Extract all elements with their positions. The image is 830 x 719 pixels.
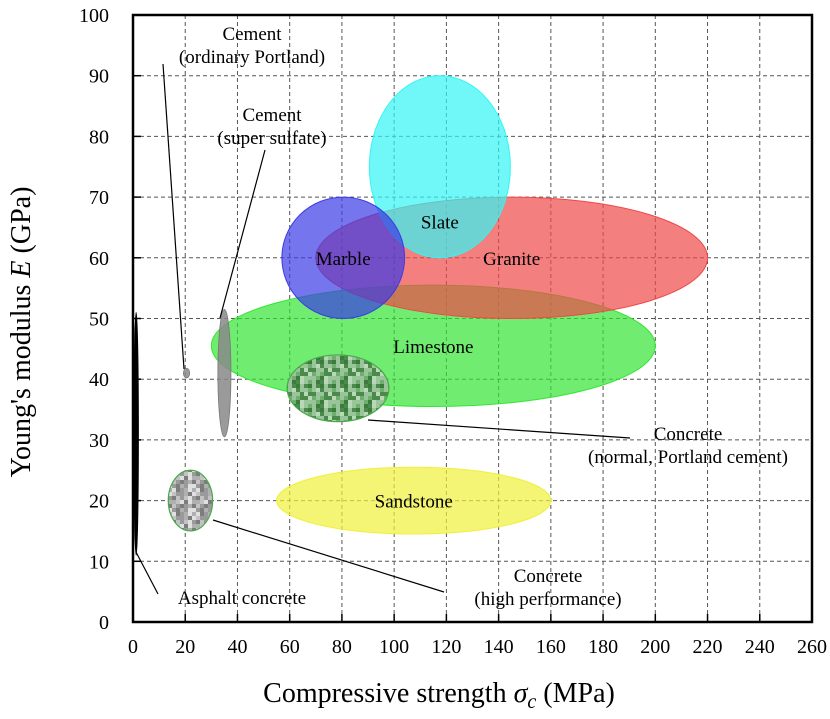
region-label-limestone: Limestone	[393, 337, 473, 358]
x-tick-label: 260	[797, 636, 827, 658]
annotation-concrete-high-performance: Concrete(high performance)	[474, 566, 621, 610]
region-concrete-high-performance	[167, 469, 214, 532]
y-tick-label: 30	[89, 430, 109, 452]
annotation-concrete-normal-portland-cement: Concrete(normal, Portland cement)	[588, 424, 788, 468]
y-tick-label: 20	[89, 491, 109, 513]
y-tick-label: 100	[79, 5, 109, 27]
region-label-slate: Slate	[421, 212, 459, 233]
y-tick-label: 10	[89, 551, 109, 573]
y-tick-label: 90	[89, 66, 109, 88]
x-tick-label: 80	[332, 636, 352, 658]
region-concrete-normal-portland-cement	[286, 354, 390, 423]
y-tick-label: 60	[89, 248, 109, 270]
x-tick-label: 220	[693, 636, 723, 658]
regions	[133, 75, 709, 556]
annotation-asphalt-concrete: Asphalt concrete	[178, 588, 306, 609]
region-cement-ordinary-portland	[183, 367, 191, 379]
y-axis-ticks: 0 10 20 30 40 50 60 70 80 90 100	[79, 5, 141, 634]
region-label-granite: Granite	[483, 249, 540, 270]
x-axis-ticks: 0 20 40 60 80 100 120 140 160 180 200 220 240 260	[128, 614, 827, 658]
annotation-leaders	[135, 63, 631, 595]
x-tick-label: 0	[128, 636, 138, 658]
region-label-marble: Marble	[316, 249, 371, 270]
region-cement-super-sulfate	[217, 308, 232, 438]
leader-line	[212, 519, 445, 593]
x-tick-label: 100	[379, 636, 409, 658]
annotation-cement-ordinary-portland: Cement(ordinary Portland)	[179, 24, 325, 68]
y-tick-label: 50	[89, 309, 109, 331]
x-tick-label: 140	[484, 636, 514, 658]
x-tick-label: 40	[227, 636, 247, 658]
x-tick-label: 20	[175, 636, 195, 658]
leader-line	[219, 149, 266, 319]
y-axis-label: Young's modulus E (GPa)	[6, 187, 37, 478]
x-tick-label: 180	[588, 636, 618, 658]
x-tick-label: 120	[431, 636, 461, 658]
region-marble	[281, 196, 406, 319]
y-tick-label: 80	[89, 126, 109, 148]
region-asphalt-concrete	[133, 312, 139, 556]
x-tick-label: 60	[280, 636, 300, 658]
x-tick-label: 200	[640, 636, 670, 658]
y-tick-label: 40	[89, 369, 109, 391]
region-label-sandstone: Sandstone	[375, 492, 453, 513]
y-tick-label: 70	[89, 187, 109, 209]
leader-line	[162, 63, 185, 370]
x-axis-label: Compressive strength σc (MPa)	[263, 678, 615, 713]
x-tick-label: 240	[745, 636, 775, 658]
region-sandstone	[276, 466, 552, 535]
annotation-cement-super-sulfate: Cement(super sulfate)	[217, 105, 326, 149]
x-tick-label: 160	[536, 636, 566, 658]
annotations: Cement(ordinary Portland) Cement(super su…	[178, 24, 788, 610]
region-slate	[368, 75, 511, 259]
leader-line	[367, 419, 631, 439]
y-tick-label: 0	[99, 612, 109, 634]
leader-line	[135, 551, 159, 595]
